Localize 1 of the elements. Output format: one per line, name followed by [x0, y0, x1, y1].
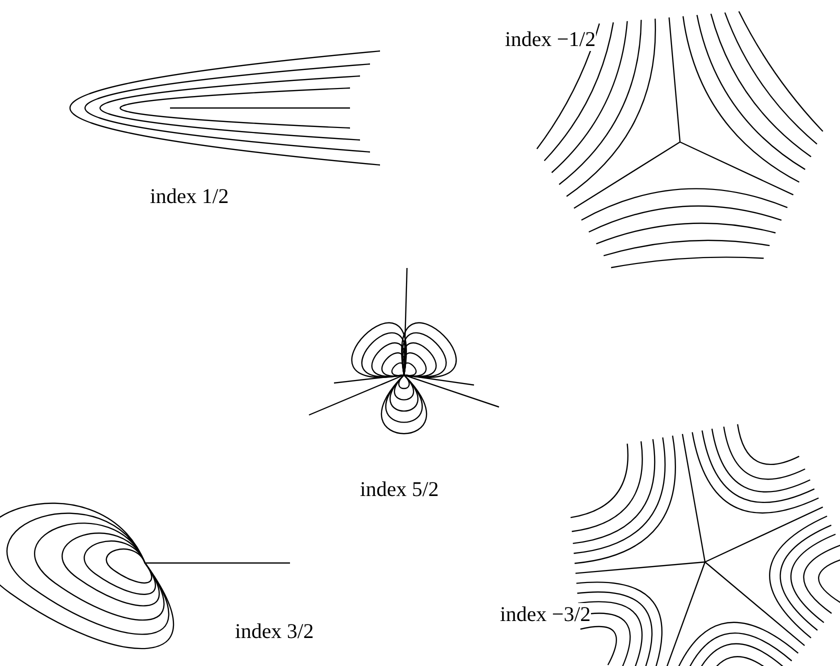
- index-label: index −1/2: [505, 28, 596, 52]
